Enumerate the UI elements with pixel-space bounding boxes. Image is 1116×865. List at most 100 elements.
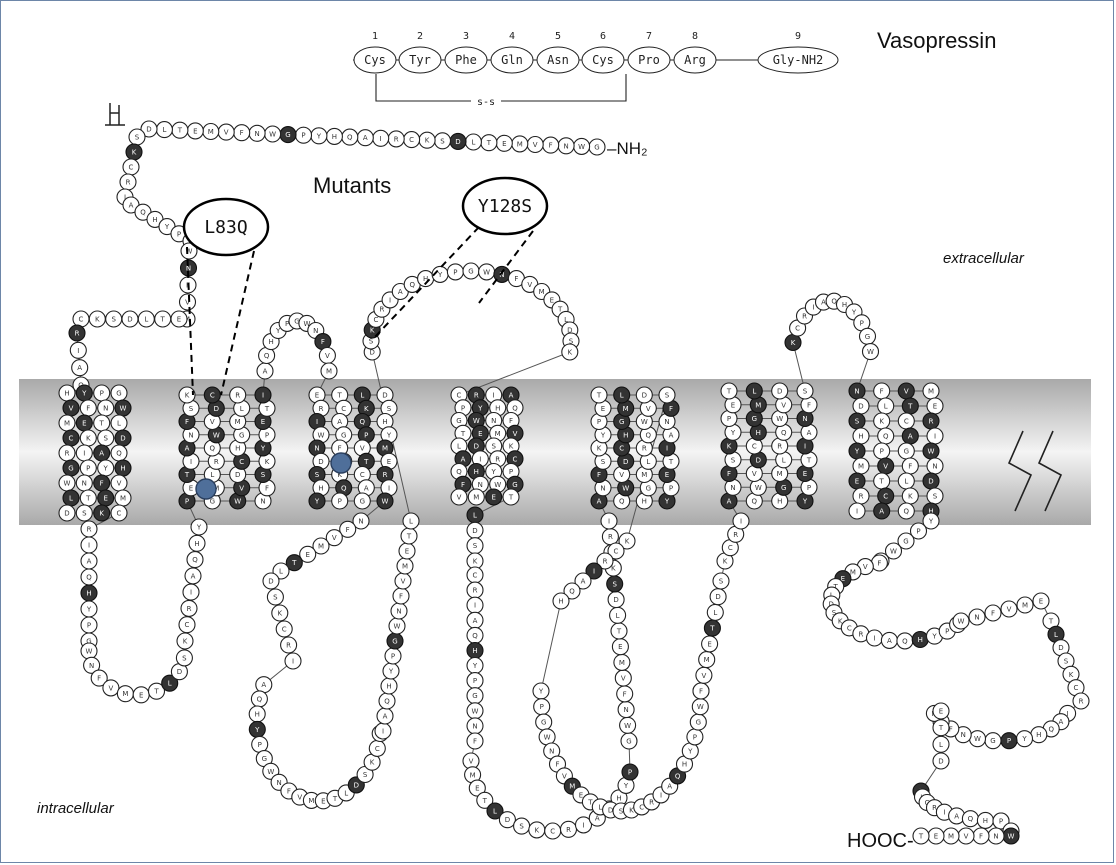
peptide-residue-code: Gln: [501, 53, 523, 67]
receptor-residue-letter: E: [478, 430, 482, 438]
receptor-residue-letter: P: [87, 622, 91, 630]
receptor-residue-letter: K: [370, 759, 375, 767]
receptor-residue-letter: Q: [360, 418, 366, 426]
receptor-residue-letter: W: [472, 707, 479, 715]
receptor-residue-letter: L: [471, 139, 475, 147]
peptide-residue-code: Phe: [455, 53, 477, 67]
receptor-residue-letter: S: [82, 510, 87, 518]
peptide-residue-number: 7: [646, 31, 652, 42]
receptor-residue-letter: L: [144, 316, 148, 324]
receptor-residue-letter: G: [865, 333, 870, 341]
receptor-residue-letter: F: [908, 463, 912, 471]
mutated-residue-marker: [196, 479, 216, 499]
receptor-residue-letter: Q: [210, 445, 216, 453]
receptor-residue-letter: N: [472, 722, 477, 730]
peptide-residue-code: Gly-NH2: [773, 53, 824, 67]
receptor-residue-letter: F: [880, 388, 884, 396]
receptor-residue-letter: P: [727, 415, 731, 423]
receptor-residue-letter: Y: [316, 132, 322, 140]
receptor-residue-letter: C: [752, 443, 757, 451]
receptor-residue-letter: Q: [781, 429, 787, 437]
receptor-residue-letter: N: [664, 418, 669, 426]
receptor-residue-letter: R: [1079, 698, 1084, 706]
receptor-residue-letter: K: [535, 826, 540, 834]
receptor-residue-letter: S: [933, 493, 938, 501]
receptor-residue-letter: E: [82, 420, 86, 428]
receptor-residue-letter: T: [616, 628, 622, 636]
receptor-residue-letter: W: [473, 417, 480, 425]
receptor-residue-letter: C: [409, 136, 414, 144]
receptor-residue-letter: F: [555, 761, 559, 769]
receptor-residue-letter: D: [938, 758, 943, 766]
receptor-residue-letter: V: [109, 684, 114, 692]
receptor-residue-letter: L: [752, 388, 756, 396]
receptor-residue-letter: T: [918, 833, 924, 841]
receptor-residue-letter: Q: [1048, 725, 1054, 733]
receptor-residue-letter: M: [308, 797, 314, 805]
receptor-residue-letter: C: [360, 471, 365, 479]
peptide-residue-code: Cys: [364, 53, 386, 67]
receptor-residue-letter: P: [693, 733, 697, 741]
receptor-residue-letter: Q: [86, 574, 92, 582]
receptor-residue-letter: K: [185, 392, 190, 400]
receptor-residue-letter: A: [383, 713, 388, 721]
receptor-residue-letter: T: [337, 392, 343, 400]
receptor-residue-letter: P: [86, 465, 90, 473]
receptor-residue-letter: T: [1048, 618, 1054, 626]
receptor-residue-letter: C: [375, 745, 380, 753]
receptor-residue-letter: F: [991, 610, 995, 618]
receptor-residue-letter: Y: [538, 688, 544, 696]
receptor-residue-letter: R: [87, 526, 92, 534]
receptor-residue-letter: K: [473, 558, 478, 566]
receptor-residue-letter: D: [623, 458, 628, 466]
receptor-residue-letter: S: [803, 388, 808, 396]
receptor-residue-letter: W: [64, 480, 71, 488]
receptor-residue-letter: Q: [752, 498, 758, 506]
receptor-residue-letter: E: [550, 296, 554, 304]
receptor-residue-letter: D: [642, 392, 647, 400]
receptor-residue-letter: M: [235, 418, 241, 426]
receptor-residue-letter: R: [65, 450, 70, 458]
receptor-residue-letter: I: [666, 445, 668, 453]
receptor-residue-letter: H: [472, 647, 477, 655]
receptor-residue-letter: Y: [472, 662, 478, 670]
receptor-residue-letter: V: [457, 494, 462, 502]
receptor-residue-letter: P: [265, 431, 269, 439]
receptor-residue-letter: Q: [341, 484, 347, 492]
receptor-residue-letter: K: [879, 418, 884, 426]
receptor-residue-letter: Y: [491, 468, 497, 476]
receptor-residue-letter: W: [697, 703, 704, 711]
receptor-residue-letter: N: [82, 480, 87, 488]
extracellular-label: extracellular: [943, 250, 1025, 267]
receptor-residue-letter: Y: [164, 223, 170, 231]
receptor-residue-letter: I: [660, 791, 662, 799]
receptor-residue-letter: S: [440, 137, 445, 145]
receptor-residue-letter: D: [382, 392, 387, 400]
receptor-residue-letter: K: [597, 445, 602, 453]
receptor-residue-letter: K: [132, 149, 137, 157]
receptor-residue-letter: Y: [854, 448, 860, 456]
receptor-residue-letter: P: [880, 448, 884, 456]
receptor-residue-letter: T: [806, 456, 812, 464]
receptor-residue-letter: C: [239, 458, 244, 466]
receptor-residue-letter: D: [505, 816, 510, 824]
receptor-residue-letter: I: [474, 602, 476, 610]
receptor-residue-letter: M: [208, 128, 214, 136]
receptor-residue-letter: M: [318, 543, 324, 551]
receptor-residue-letter: S: [601, 458, 606, 466]
receptor-residue-letter: I: [388, 484, 390, 492]
receptor-residue-letter: G: [594, 144, 599, 152]
receptor-residue-letter: T: [486, 139, 492, 147]
receptor-residue-letter: K: [625, 538, 630, 546]
receptor-residue-letter: R: [474, 392, 479, 400]
receptor-residue-letter: T: [332, 795, 338, 803]
receptor-residue-letter: S: [189, 405, 194, 413]
receptor-residue-letter: R: [473, 587, 478, 595]
receptor-residue-letter: E: [579, 791, 583, 799]
receptor-residue-letter: E: [405, 548, 409, 556]
receptor-residue-letter: C: [614, 548, 619, 556]
receptor-residue-letter: R: [495, 455, 500, 463]
receptor-residue-letter: T: [85, 495, 91, 503]
receptor-residue-letter: H: [255, 711, 260, 719]
receptor-residue-letter: N: [276, 779, 281, 787]
